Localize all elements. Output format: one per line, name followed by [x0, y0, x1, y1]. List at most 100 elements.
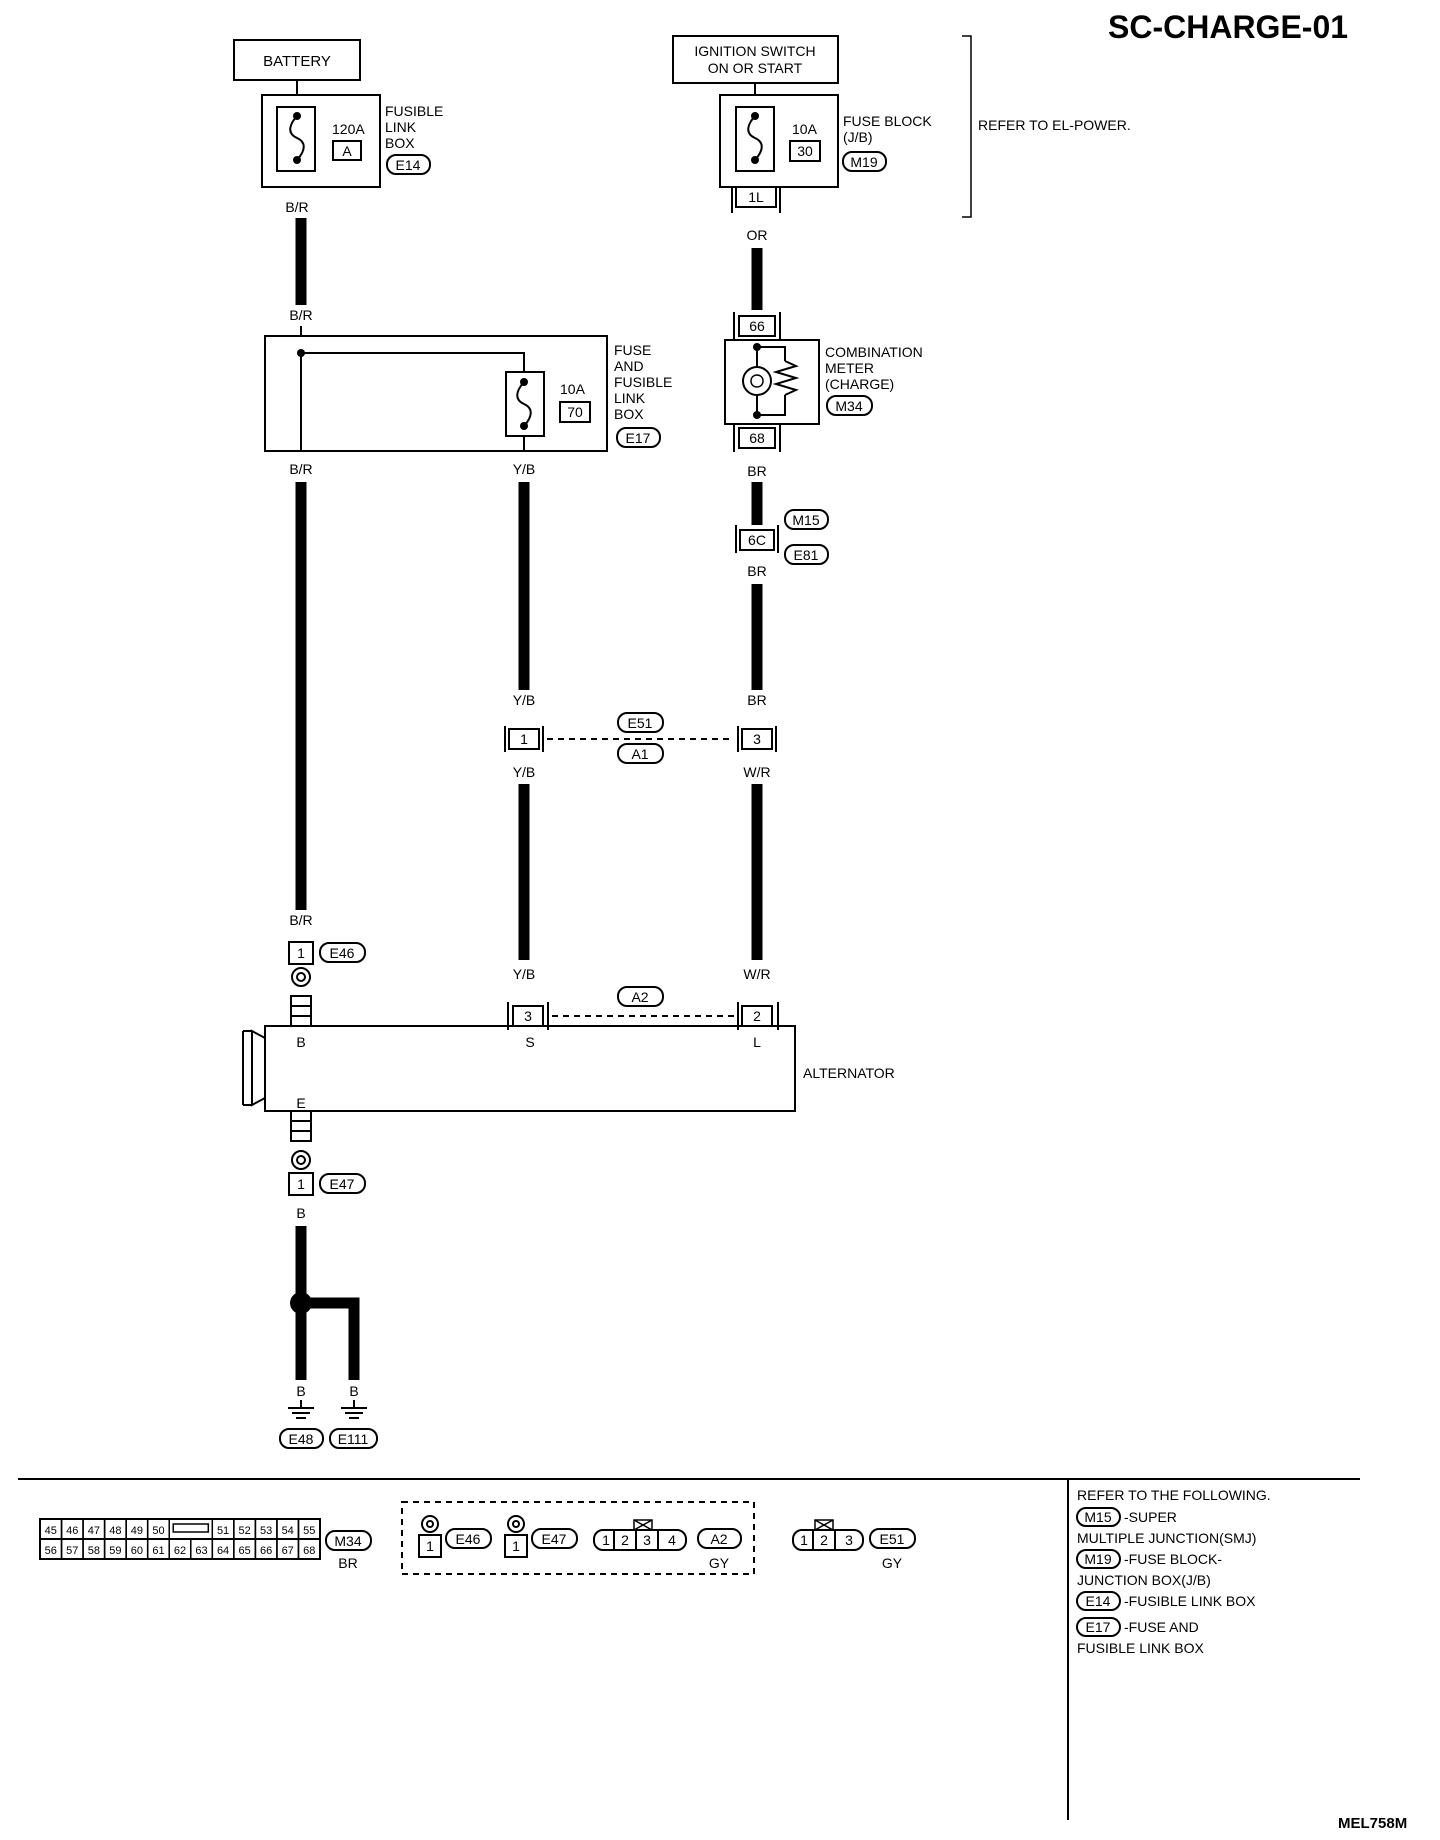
connector-m19	[842, 151, 887, 172]
svg-text:W/R: W/R	[743, 764, 770, 780]
svg-text:1: 1	[520, 731, 528, 747]
m34-pin-number: 46	[66, 1525, 78, 1537]
m34-pin-number: 57	[66, 1545, 78, 1557]
svg-text:E81: E81	[794, 547, 819, 563]
svg-text:BR: BR	[747, 563, 766, 579]
svg-text:10A: 10A	[792, 121, 818, 137]
diagram-title: SC-CHARGE-01	[1108, 9, 1348, 45]
svg-text:FUSE BLOCK: FUSE BLOCK	[843, 113, 932, 129]
svg-text:W/R: W/R	[743, 966, 770, 982]
connector-a2	[617, 986, 664, 1007]
svg-text:E51: E51	[628, 715, 653, 731]
svg-text:3: 3	[753, 731, 761, 747]
m34-key-slot	[172, 1523, 210, 1533]
svg-text:B: B	[296, 1205, 305, 1221]
svg-text:-FUSE BLOCK-: -FUSE BLOCK-	[1124, 1551, 1222, 1567]
svg-text:S: S	[525, 1034, 534, 1050]
svg-text:Y/B: Y/B	[513, 692, 536, 708]
svg-text:FUSIBLE: FUSIBLE	[385, 103, 443, 119]
svg-text:10A: 10A	[560, 381, 586, 397]
svg-text:70: 70	[567, 404, 583, 420]
svg-text:E47: E47	[542, 1531, 567, 1547]
fuse-120a	[276, 106, 316, 172]
connector-e47	[319, 1173, 366, 1194]
svg-text:-FUSIBLE LINK BOX: -FUSIBLE LINK BOX	[1124, 1593, 1256, 1609]
m34-pin-cell	[297, 1538, 321, 1560]
svg-text:GY: GY	[709, 1555, 730, 1571]
svg-text:B: B	[296, 1034, 305, 1050]
svg-text:2: 2	[753, 1008, 761, 1024]
svg-text:2: 2	[621, 1532, 629, 1548]
svg-text:METER: METER	[825, 360, 874, 376]
svg-text:IGNITION SWITCH: IGNITION SWITCH	[694, 43, 815, 59]
svg-text:E46: E46	[456, 1531, 481, 1547]
svg-text:1: 1	[602, 1532, 610, 1548]
svg-text:6C: 6C	[748, 532, 766, 548]
svg-text:JUNCTION BOX(J/B): JUNCTION BOX(J/B)	[1077, 1572, 1211, 1588]
svg-text:L: L	[753, 1034, 761, 1050]
battery-box	[233, 39, 361, 81]
legend-a2-connector: 1 2 3 4 A2 GY	[593, 1519, 742, 1571]
m34-pin-number: 45	[45, 1525, 57, 1537]
svg-text:BR: BR	[747, 692, 766, 708]
m34-pin-number: 48	[109, 1525, 121, 1537]
m34-pin-number: 56	[45, 1545, 57, 1557]
refer-list: REFER TO THE FOLLOWING. M15 -SUPER MULTI…	[1076, 1487, 1271, 1656]
svg-text:30: 30	[797, 143, 813, 159]
svg-text:A: A	[342, 143, 352, 159]
m34-pin-number: 59	[109, 1545, 121, 1557]
legend-e51-connector: 1 2 3 E51 GY	[792, 1519, 916, 1571]
connector-e14	[386, 154, 431, 175]
alternator-box	[264, 1025, 796, 1112]
svg-text:3: 3	[845, 1532, 853, 1548]
svg-text:BOX: BOX	[385, 135, 415, 151]
svg-text:BR: BR	[747, 463, 766, 479]
svg-text:FUSIBLE: FUSIBLE	[614, 374, 672, 390]
m34-pin-number: 60	[131, 1545, 143, 1557]
svg-text:-FUSE AND: -FUSE AND	[1124, 1619, 1199, 1635]
svg-text:LINK: LINK	[385, 119, 417, 135]
svg-text:(CHARGE): (CHARGE)	[825, 376, 894, 392]
ignition-switch-box	[672, 35, 839, 84]
m34-pin-number: 64	[217, 1545, 229, 1557]
svg-text:E48: E48	[289, 1431, 314, 1447]
m34-pin-number: 53	[260, 1525, 272, 1537]
m34-pin-number: 49	[131, 1525, 143, 1537]
connector-m15	[784, 509, 829, 530]
svg-text:Y/B: Y/B	[513, 966, 536, 982]
svg-text:A2: A2	[710, 1531, 727, 1547]
fuse-fusible-link-box	[264, 335, 608, 452]
svg-text:REFER TO EL-POWER.: REFER TO EL-POWER.	[978, 117, 1131, 133]
m34-pin-number: 50	[152, 1525, 164, 1537]
svg-text:E111: E111	[338, 1431, 369, 1447]
svg-text:1: 1	[512, 1538, 520, 1554]
svg-text:-SUPER: -SUPER	[1124, 1509, 1177, 1525]
svg-text:ON OR START: ON OR START	[708, 60, 803, 76]
svg-text:M15: M15	[792, 512, 819, 528]
svg-text:MULTIPLE JUNCTION(SMJ): MULTIPLE JUNCTION(SMJ)	[1077, 1530, 1256, 1546]
m34-pin-number: 58	[88, 1545, 100, 1557]
connector-e48	[279, 1428, 324, 1449]
svg-text:M34: M34	[334, 1533, 361, 1549]
m34-pin-number: 61	[152, 1545, 164, 1557]
m34-pin-number: 55	[303, 1525, 315, 1537]
svg-text:1: 1	[297, 945, 305, 961]
connector-e46	[319, 942, 366, 963]
svg-text:AND: AND	[614, 358, 644, 374]
svg-text:M15: M15	[1084, 1509, 1111, 1525]
m34-pin-number: 54	[282, 1525, 294, 1537]
wire-ground-e111	[301, 1297, 360, 1380]
connector-a1	[617, 743, 664, 764]
m34-pin-number: 62	[174, 1545, 186, 1557]
svg-text:Y/B: Y/B	[513, 461, 536, 477]
svg-text:66: 66	[749, 318, 765, 334]
m34-pin-number: 68	[303, 1545, 315, 1557]
svg-text:M19: M19	[850, 154, 877, 170]
m34-pin-number: 66	[260, 1545, 272, 1557]
svg-text:120A: 120A	[332, 121, 365, 137]
svg-text:BOX: BOX	[614, 406, 644, 422]
alternator-label: ALTERNATOR	[803, 1065, 895, 1081]
svg-text:FUSE: FUSE	[614, 342, 651, 358]
